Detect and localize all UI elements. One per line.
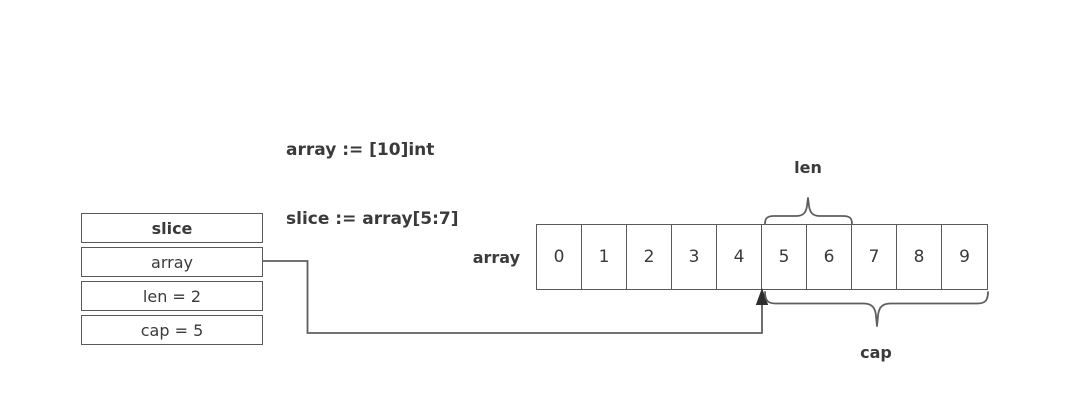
array-cell-6: 6 [807, 225, 852, 289]
code-line-2: slice := array[5:7] [286, 209, 459, 229]
array-cell-4: 4 [717, 225, 762, 289]
arrow-head-icon [755, 288, 769, 305]
code-line-1: array := [10]int [286, 140, 435, 160]
slice-field-cap: cap = 5 [81, 315, 263, 345]
len-brace [764, 197, 853, 225]
array-cell-1: 1 [582, 225, 627, 289]
slice-struct-box: slice array len = 2 cap = 5 [81, 213, 263, 349]
slice-field-array: array [81, 247, 263, 277]
slice-field-len: len = 2 [81, 281, 263, 311]
cap-brace [764, 291, 989, 327]
array-cells-row: 0 1 2 3 4 5 6 7 8 9 [536, 224, 988, 290]
array-cell-0: 0 [537, 225, 582, 289]
code-snippet: array := [10]int slice := array[5:7] [286, 93, 459, 277]
array-cell-9: 9 [959, 247, 970, 267]
array-label: array [472, 248, 520, 267]
array-cell-3: 3 [672, 225, 717, 289]
array-cell-7: 7 [852, 225, 897, 289]
array-cell-5: 5 [762, 225, 807, 289]
slice-struct-title: slice [81, 213, 263, 243]
len-label: len [794, 158, 822, 177]
array-cell-8: 8 [897, 225, 942, 289]
array-cell-2: 2 [627, 225, 672, 289]
cap-label: cap [860, 343, 892, 362]
